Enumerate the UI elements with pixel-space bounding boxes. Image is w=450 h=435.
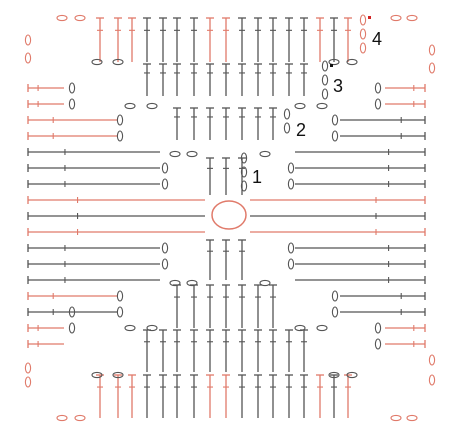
chain-symbol (331, 306, 339, 318)
chain-symbol (24, 376, 32, 388)
chain-symbol (287, 258, 295, 270)
chain-symbol (116, 306, 124, 318)
chain-symbol (359, 42, 367, 54)
chain-symbol (124, 324, 136, 332)
round-label-3: 3 (333, 76, 343, 96)
chain-symbol (321, 60, 329, 72)
chain-symbol (112, 371, 124, 379)
round-label-2: 2 (296, 120, 306, 140)
chain-symbol (24, 362, 32, 374)
chain-symbol (68, 322, 76, 334)
chain-symbol (161, 242, 169, 254)
chain-symbol (428, 374, 436, 386)
center-ring (211, 200, 247, 230)
chain-symbol (146, 102, 158, 110)
chain-symbol (331, 114, 339, 126)
chain-symbol (374, 82, 382, 94)
chain-symbol (346, 371, 358, 379)
chain-symbol (240, 166, 248, 178)
chain-symbol (259, 150, 271, 158)
chain-symbol (316, 324, 328, 332)
chain-symbol (287, 242, 295, 254)
chain-symbol (91, 371, 103, 379)
start-marker (368, 16, 371, 19)
chain-symbol (186, 279, 198, 287)
chain-symbol (24, 52, 32, 64)
chain-symbol (68, 306, 76, 318)
chain-symbol (321, 74, 329, 86)
chain-symbol (74, 414, 86, 422)
chain-symbol (116, 114, 124, 126)
chain-symbol (316, 102, 328, 110)
chain-symbol (74, 14, 86, 22)
chain-symbol (68, 98, 76, 110)
chain-symbol (161, 162, 169, 174)
chain-symbol (146, 324, 158, 332)
chain-symbol (186, 150, 198, 158)
chart-marks (24, 14, 436, 422)
chain-symbol (428, 62, 436, 74)
chain-symbol (428, 44, 436, 56)
chain-symbol (406, 414, 418, 422)
chain-symbol (161, 178, 169, 190)
chain-symbol (390, 14, 402, 22)
chain-symbol (116, 290, 124, 302)
chain-symbol (328, 371, 340, 379)
chain-symbol (283, 108, 291, 120)
chain-symbol (359, 28, 367, 40)
chain-symbol (390, 414, 402, 422)
chain-symbol (240, 152, 248, 164)
round-label-1: 1 (252, 167, 262, 187)
chain-symbol (124, 102, 136, 110)
chain-symbol (346, 58, 358, 66)
chain-symbol (374, 338, 382, 350)
chain-symbol (68, 82, 76, 94)
chain-symbol (428, 354, 436, 366)
start-marker (330, 64, 333, 67)
chain-symbol (169, 279, 181, 287)
chain-symbol (56, 414, 68, 422)
chain-symbol (294, 102, 306, 110)
chain-symbol (112, 58, 124, 66)
chain-symbol (287, 162, 295, 174)
chain-symbol (294, 324, 306, 332)
chain-symbol (240, 180, 248, 192)
chain-symbol (374, 98, 382, 110)
chain-symbol (161, 258, 169, 270)
chain-symbol (328, 58, 340, 66)
chain-symbol (287, 178, 295, 190)
chain-symbol (331, 290, 339, 302)
chain-symbol (259, 279, 271, 287)
round-labels: 1 2 3 4 (252, 29, 382, 187)
round-label-4: 4 (372, 29, 382, 49)
chain-symbol (56, 14, 68, 22)
chain-symbol (321, 88, 329, 100)
chain-symbol (91, 58, 103, 66)
chain-symbol (169, 150, 181, 158)
chain-symbol (283, 122, 291, 134)
chain-symbol (359, 14, 367, 26)
chain-symbol (116, 130, 124, 142)
chain-symbol (24, 34, 32, 46)
chain-symbol (374, 322, 382, 334)
chain-symbol (406, 14, 418, 22)
chain-symbol (331, 130, 339, 142)
